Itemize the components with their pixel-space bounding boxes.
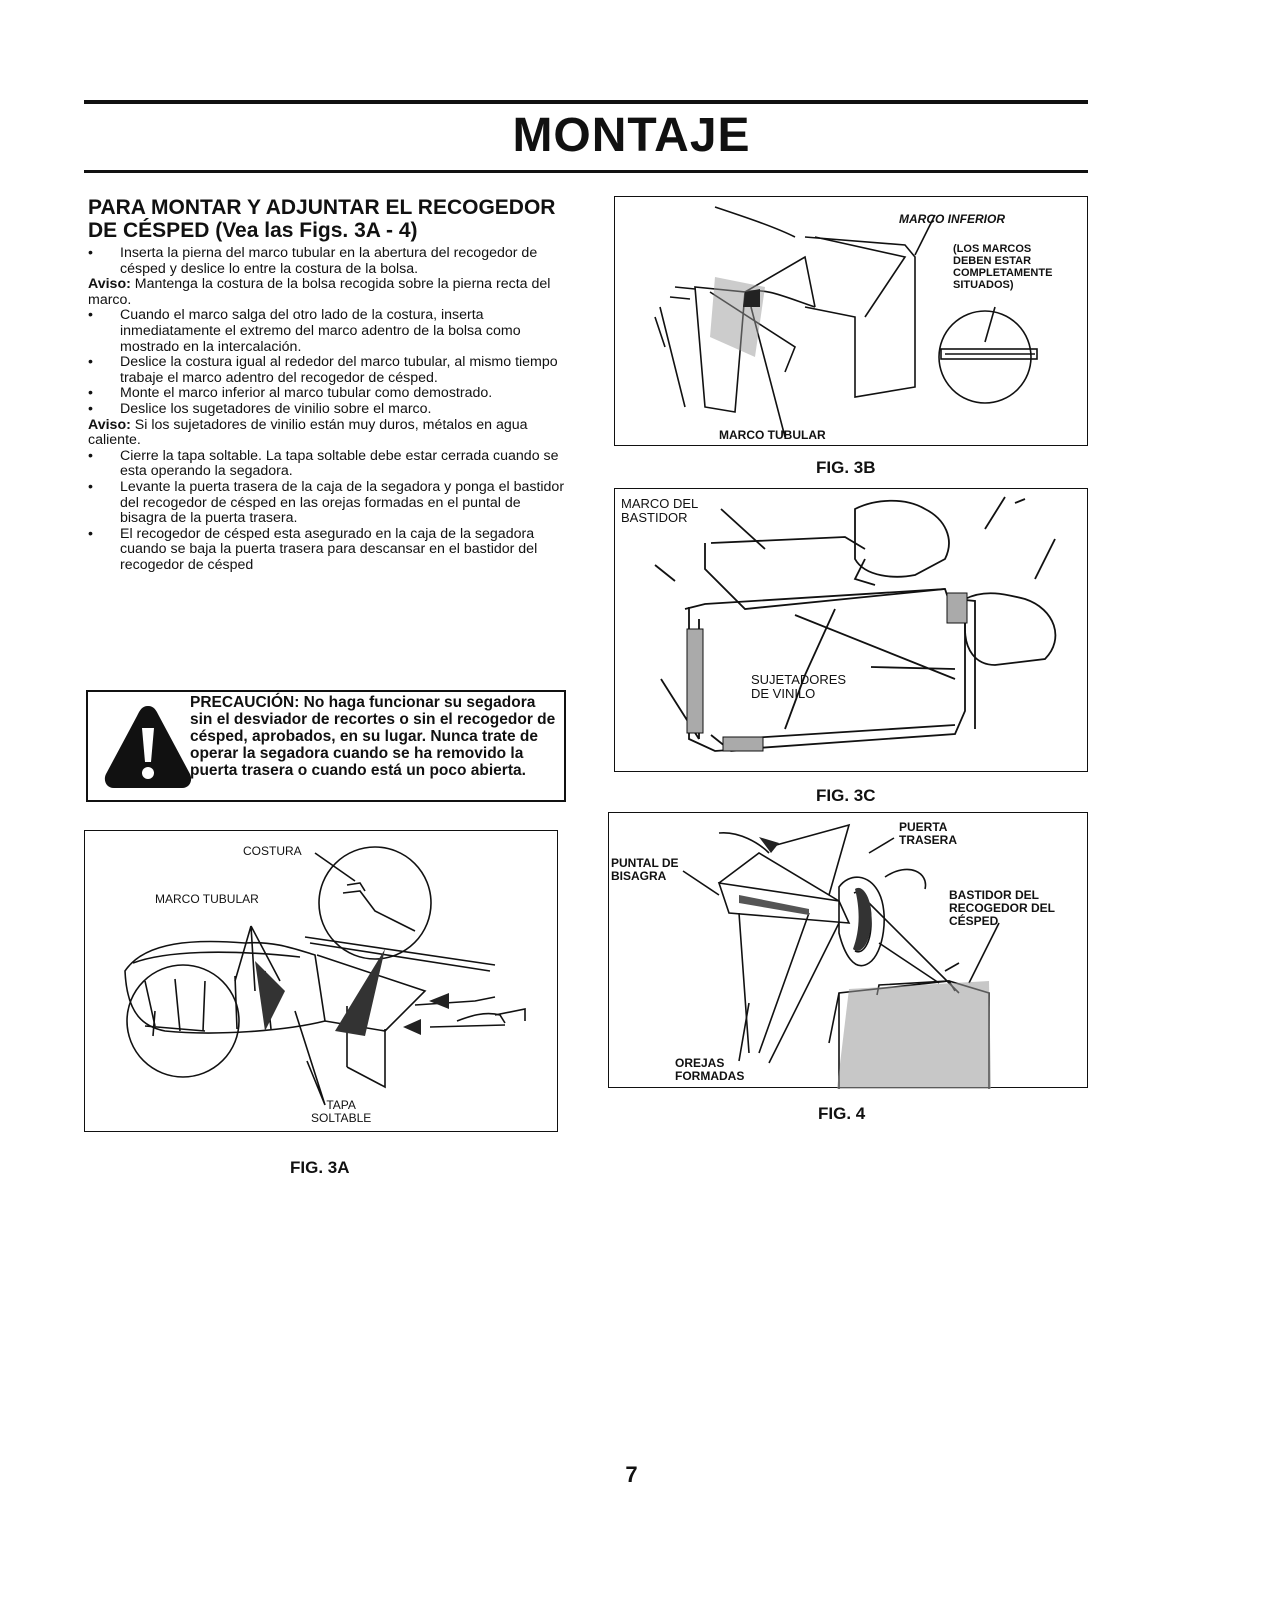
label-bastidor-line3: CÉSPED	[949, 914, 999, 928]
page-number: 7	[625, 1462, 638, 1487]
label-costura: COSTURA	[243, 844, 302, 858]
note-1: Aviso: Mantenga la costura de la bolsa r…	[88, 276, 568, 308]
top-rule	[84, 100, 1088, 104]
figure-3b-drawing	[654, 206, 1038, 438]
figure-3a-drawing	[124, 846, 526, 1106]
step-3: Deslice la costura igual al rededor del …	[88, 354, 568, 386]
section-heading: PARA MONTAR Y ADJUNTAR EL RECOGEDOR DE C…	[88, 196, 578, 242]
step-4: Monte el marco inferior al marco tubular…	[88, 386, 568, 402]
note-1-label: Aviso:	[88, 276, 131, 293]
figure-3c-drawing	[654, 496, 1057, 752]
note-2-text: Si los sujetadores de vinilio están muy …	[88, 416, 528, 449]
label-marco-inferior: MARCO INFERIOR	[899, 212, 1005, 226]
figure-4: PUERTA TRASERA PUNTAL DE BISAGRA BASTIDO…	[608, 812, 1088, 1089]
label-bastidor-recogedor: BASTIDOR DEL RECOGEDOR DEL CÉSPED	[949, 889, 1055, 928]
caption-fig-3a: FIG. 3A	[290, 1158, 350, 1177]
instructions: Inserta la pierna del marco tubular en l…	[88, 245, 568, 574]
label-frames-note-line3: COMPLETAMENTE	[953, 267, 1053, 279]
figure-3a: COSTURA MARCO TUBULAR TAPA SOLTABLE	[84, 830, 558, 1132]
label-bastidor-line2: RECOGEDOR DEL	[949, 901, 1056, 915]
label-orejas-line2: FORMADAS	[675, 1069, 745, 1083]
note-1-text: Mantenga la costura de la bolsa recogida…	[88, 276, 551, 308]
section-heading-line1: PARA MONTAR Y ADJUNTAR EL RECOGEDOR	[88, 196, 556, 219]
label-tapa-line1: TAPA	[326, 1098, 356, 1112]
label-tapa: TAPA SOLTABLE	[311, 1099, 371, 1125]
label-frames-note-line4: SITUADOS)	[953, 279, 1014, 291]
label-puerta-line2: TRASERA	[899, 833, 958, 847]
title-rule	[84, 170, 1088, 173]
note-2-label: Aviso:	[88, 416, 131, 433]
label-marco-bastidor-line1: MARCO DEL	[621, 496, 699, 511]
note-2: Aviso: Si los sujetadores de vinilio est…	[88, 416, 568, 449]
label-frames-note: (LOS MARCOS DEBEN ESTAR COMPLETAMENTE SI…	[953, 243, 1052, 291]
caution-box: PRECAUCIÓN: No haga funcionar su segador…	[86, 690, 566, 802]
label-tapa-line2: SOLTABLE	[311, 1111, 372, 1125]
figure-3c: MARCO DEL BASTIDOR SUJETADORES DE VINILO	[614, 488, 1088, 772]
label-sujetadores: SUJETADORES DE VINILO	[751, 673, 846, 701]
label-puntal-line2: BISAGRA	[611, 869, 667, 883]
label-frames-note-line2: DEBEN ESTAR	[953, 255, 1032, 267]
figure-3b: MARCO INFERIOR (LOS MARCOS DEBEN ESTAR C…	[614, 196, 1088, 446]
label-marco-bastidor: MARCO DEL BASTIDOR	[621, 497, 698, 525]
warning-triangle-icon	[104, 706, 192, 788]
caption-fig-3c: FIG. 3C	[816, 786, 876, 805]
label-sujetadores-line1: SUJETADORES	[751, 672, 847, 687]
step-1: Inserta la pierna del marco tubular en l…	[88, 245, 568, 277]
label-puntal-bisagra: PUNTAL DE BISAGRA	[611, 857, 679, 883]
step-6: Cierre la tapa soltable. La tapa soltabl…	[88, 448, 568, 480]
label-puerta-line1: PUERTA	[899, 820, 948, 834]
step-7: Levante la puerta trasera de la caja de …	[88, 479, 568, 527]
label-orejas-formadas: OREJAS FORMADAS	[675, 1057, 744, 1083]
label-marco-tubular: MARCO TUBULAR	[155, 892, 259, 906]
caption-fig-4: FIG. 4	[818, 1104, 866, 1123]
label-bastidor-line1: BASTIDOR DEL	[949, 888, 1039, 902]
label-marco-tubular-3b: MARCO TUBULAR	[719, 428, 826, 442]
label-frames-note-line1: (LOS MARCOS	[953, 243, 1032, 255]
page-title: MONTAJE	[512, 109, 751, 162]
label-puntal-line1: PUNTAL DE	[611, 856, 679, 870]
step-5: Deslice los sugetadores de vinilio sobre…	[88, 401, 568, 418]
label-puerta-trasera: PUERTA TRASERA	[899, 821, 957, 847]
step-8: El recogedor de césped esta asegurado en…	[88, 526, 568, 574]
label-marco-bastidor-line2: BASTIDOR	[621, 510, 688, 525]
label-sujetadores-line2: DE VINILO	[751, 686, 816, 701]
caution-text: PRECAUCIÓN: No haga funcionar su segador…	[190, 694, 556, 779]
section-heading-line2: DE CÉSPED (Vea las Figs. 3A - 4)	[88, 219, 418, 242]
label-orejas-line1: OREJAS	[675, 1056, 725, 1070]
figure-4-drawing	[682, 823, 1000, 1089]
caption-fig-3b: FIG. 3B	[816, 458, 876, 477]
step-2: Cuando el marco salga del otro lado de l…	[88, 308, 568, 355]
